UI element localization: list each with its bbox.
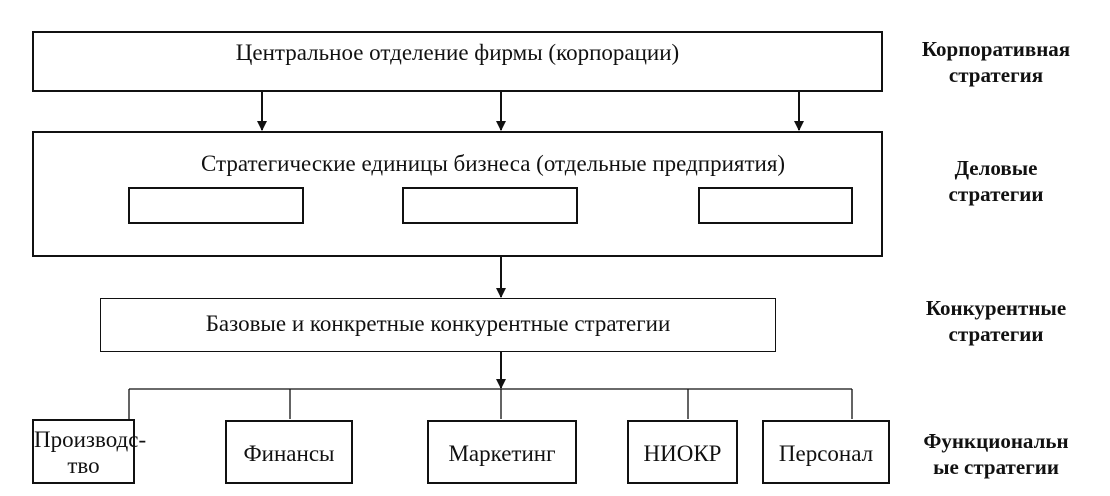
function-label-production-line2: тво <box>67 453 100 478</box>
level-corporate-line2: стратегия <box>948 63 1044 87</box>
level-business: Деловые стратегии <box>901 155 1091 207</box>
business-units-label: Стратегические единицы бизнеса (отдельны… <box>201 151 786 176</box>
level-functional: Функциональн ые стратегии <box>901 428 1091 480</box>
function-label-personnel: Персонал <box>778 441 874 466</box>
function-label-marketing: Маркетинг <box>448 441 556 466</box>
level-corporate-line1: Корпоративная <box>921 37 1071 61</box>
function-label-rnd: НИОКР <box>643 441 722 466</box>
base-strategies-label: Базовые и конкретные конкурентные страте… <box>205 311 671 336</box>
base-strategies-box: Базовые и конкретные конкурентные страте… <box>100 298 776 352</box>
central-office-box: Центральное отделение фирмы (корпорации) <box>32 31 883 92</box>
function-box-production: Производс- тво <box>32 419 147 484</box>
level-competitive-line1: Конкурентные <box>925 296 1067 320</box>
level-competitive-line2: стратегии <box>948 322 1044 346</box>
business-unit-box-1 <box>128 187 304 224</box>
central-office-label: Центральное отделение фирмы (корпорации) <box>235 40 680 65</box>
function-box-personnel: Персонал <box>762 420 890 484</box>
function-label-production-line1: Производс- <box>34 427 147 452</box>
function-box-finance: Финансы <box>225 420 353 484</box>
level-competitive: Конкурентные стратегии <box>901 295 1091 347</box>
business-units-box: Стратегические единицы бизнеса (отдельны… <box>32 131 883 257</box>
level-functional-line1: Функциональн <box>923 429 1069 453</box>
level-business-line2: стратегии <box>948 182 1044 206</box>
business-unit-box-2 <box>402 187 578 224</box>
level-business-line1: Деловые <box>954 156 1038 180</box>
function-box-rnd: НИОКР <box>627 420 738 484</box>
business-unit-box-3 <box>698 187 853 224</box>
function-label-finance: Финансы <box>243 441 335 466</box>
function-box-marketing: Маркетинг <box>427 420 577 484</box>
level-functional-line2: ые стратегии <box>933 455 1059 479</box>
level-corporate: Корпоративная стратегия <box>901 36 1091 88</box>
